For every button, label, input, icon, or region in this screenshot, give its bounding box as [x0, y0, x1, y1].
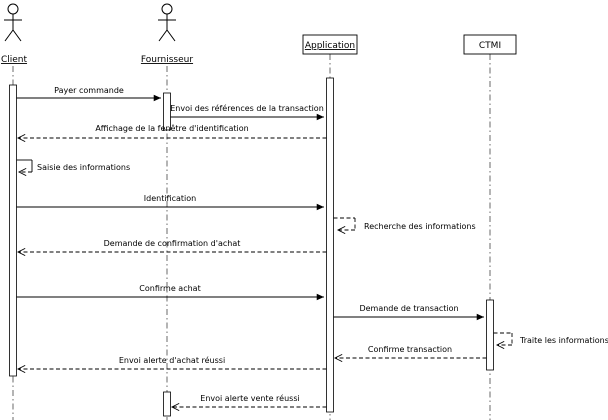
participant-label-ctmi: CTMI [479, 41, 501, 51]
participant-label-client: Client [1, 55, 28, 65]
activation-fournisseur-top [163, 92, 171, 131]
message-label: Confirme transaction [368, 345, 452, 354]
activation-client [9, 84, 17, 377]
message-label: Demande de transaction [359, 304, 458, 313]
message-label: Confirme achat [139, 284, 200, 293]
actor-client-icon [7, 3, 19, 15]
message-label: Recherche des informations [364, 222, 476, 231]
message-envoi-references-transaction: Envoi des références de la transaction [170, 103, 324, 121]
activation-fournisseur-bottom [163, 391, 171, 417]
message-confirme-achat: Confirme achat [16, 284, 324, 301]
message-saisie-informations: Saisie des informations [16, 159, 130, 172]
message-identification: Identification [16, 194, 324, 211]
participant-application: Application [302, 34, 358, 55]
participant-label-fournisseur: Fournisseur [141, 55, 193, 65]
participant-box-application [302, 34, 358, 55]
message-envoi-alerte-achat-reussi: Envoi alerte d'achat réussi [18, 355, 327, 369]
participant-ctmi: CTMI [463, 34, 517, 55]
message-label: Affichage de la fenêtre d'identification [95, 123, 248, 133]
message-label: Envoi des références de la transaction [170, 103, 324, 113]
activation-ctmi [486, 299, 494, 371]
message-label: Envoi alerte vente réussi [200, 393, 299, 403]
message-confirme-transaction: Confirme transaction [335, 345, 487, 358]
message-label: Demande de confirmation d'achat [104, 239, 241, 248]
message-label: Saisie des informations [37, 163, 130, 172]
message-label: Traite les informations [519, 336, 608, 345]
actor-client: Client [1, 3, 28, 65]
message-recherche-informations: Recherche des informations [333, 217, 476, 231]
message-affichage-fenetre-identification: Affichage de la fenêtre d'identification [18, 123, 327, 138]
activation-application [326, 77, 334, 413]
message-envoi-alerte-vente-reussi: Envoi alerte vente réussi [172, 393, 327, 407]
message-label: Identification [144, 194, 196, 203]
message-demande-confirmation-achat: Demande de confirmation d'achat [18, 239, 327, 252]
actor-fournisseur: Fournisseur [141, 3, 193, 65]
message-payer-commande: Payer commande [16, 86, 161, 102]
message-label: Envoi alerte d'achat réussi [119, 355, 225, 365]
participant-label-application: Application [305, 41, 355, 51]
participant-box-ctmi [463, 34, 517, 55]
message-label: Payer commande [54, 86, 124, 95]
message-demande-transaction: Demande de transaction [333, 304, 484, 321]
actor-fournisseur-icon [161, 3, 173, 15]
message-traite-informations: Traite les informations [493, 332, 608, 345]
